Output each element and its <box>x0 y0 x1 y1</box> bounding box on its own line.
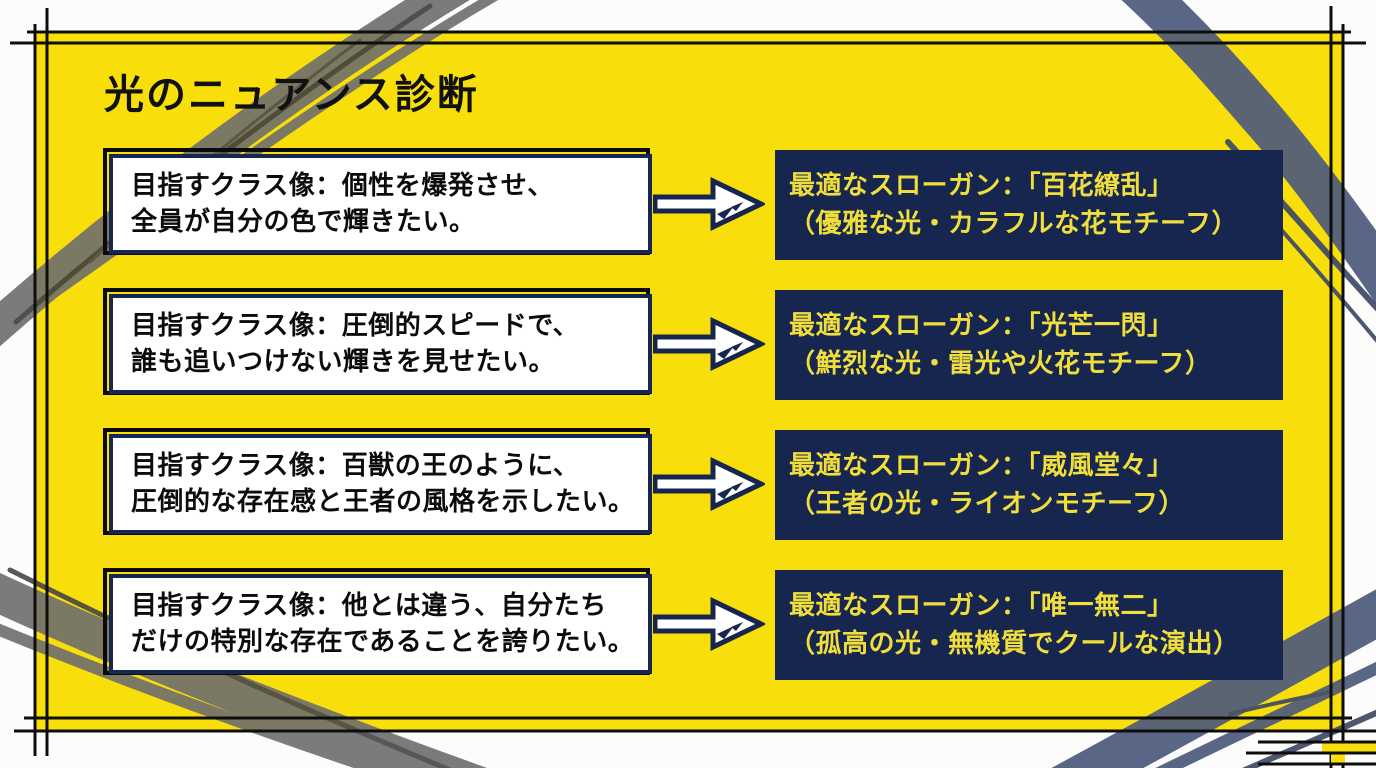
slogan-line: （鮮烈な光・雷光や火花モチーフ） <box>789 349 1212 379</box>
slogan-line: 最適なスローガン：「光芒一閃」 <box>789 311 1174 341</box>
diagnosis-row-1: 目指すクラス像：個性を爆発させ、 全員が自分の色で輝きたい。 最適なスローガン：… <box>103 148 1283 264</box>
diagnosis-row-3: 目指すクラス像：百獣の王のように、 圧倒的な存在感と王者の風格を示したい。 最適… <box>103 428 1283 544</box>
diagnosis-row-2: 目指すクラス像：圧倒的スピードで、 誰も追いつけない輝きを見せたい。 最適なスロ… <box>103 288 1283 404</box>
class-goal-card: 目指すクラス像：百獣の王のように、 圧倒的な存在感と王者の風格を示したい。 <box>109 434 652 534</box>
diagnosis-row-4: 目指すクラス像：他とは違う、自分たち だけの特別な存在であることを誇りたい。 最… <box>103 568 1283 684</box>
slogan-line: 最適なスローガン：「唯一無二」 <box>789 591 1174 621</box>
class-goal-line: 全員が自分の色で輝きたい。 <box>131 207 476 237</box>
page-title: 光のニュアンス診断 <box>104 72 479 118</box>
class-goal-line: 目指すクラス像：他とは違う、自分たち <box>131 591 607 621</box>
class-goal-line: だけの特別な存在であることを誇りたい。 <box>131 627 635 657</box>
slogan-line: （優雅な光・カラフルな花モチーフ） <box>789 209 1238 239</box>
class-goal-line: 圧倒的な存在感と王者の風格を示したい。 <box>131 487 635 517</box>
class-goal-card: 目指すクラス像：他とは違う、自分たち だけの特別な存在であることを誇りたい。 <box>109 574 652 674</box>
class-goal-line: 目指すクラス像：百獣の王のように、 <box>131 451 580 481</box>
slogan-card: 最適なスローガン：「百花繚乱」 （優雅な光・カラフルな花モチーフ） <box>775 150 1283 260</box>
slogan-line: （王者の光・ライオンモチーフ） <box>789 489 1185 519</box>
class-goal-line: 誰も追いつけない輝きを見せたい。 <box>131 347 556 377</box>
class-goal-card: 目指すクラス像：圧倒的スピードで、 誰も追いつけない輝きを見せたい。 <box>109 294 652 394</box>
slogan-card: 最適なスローガン：「唯一無二」 （孤高の光・無機質でクールな演出） <box>775 570 1283 680</box>
class-goal-line: 目指すクラス像：個性を爆発させ、 <box>131 171 554 201</box>
slogan-card: 最適なスローガン：「光芒一閃」 （鮮烈な光・雷光や火花モチーフ） <box>775 290 1283 400</box>
slogan-card: 最適なスローガン：「威風堂々」 （王者の光・ライオンモチーフ） <box>775 430 1283 540</box>
slogan-line: （孤高の光・無機質でクールな演出） <box>789 629 1240 659</box>
arrow-right-icon <box>653 457 765 511</box>
class-goal-line: 目指すクラス像：圧倒的スピードで、 <box>131 311 580 341</box>
slogan-line: 最適なスローガン：「威風堂々」 <box>789 451 1174 481</box>
slogan-line: 最適なスローガン：「百花繚乱」 <box>789 171 1174 201</box>
arrow-right-icon <box>653 317 765 371</box>
class-goal-card: 目指すクラス像：個性を爆発させ、 全員が自分の色で輝きたい。 <box>109 154 652 254</box>
arrow-right-icon <box>653 177 765 231</box>
arrow-right-icon <box>653 597 765 651</box>
